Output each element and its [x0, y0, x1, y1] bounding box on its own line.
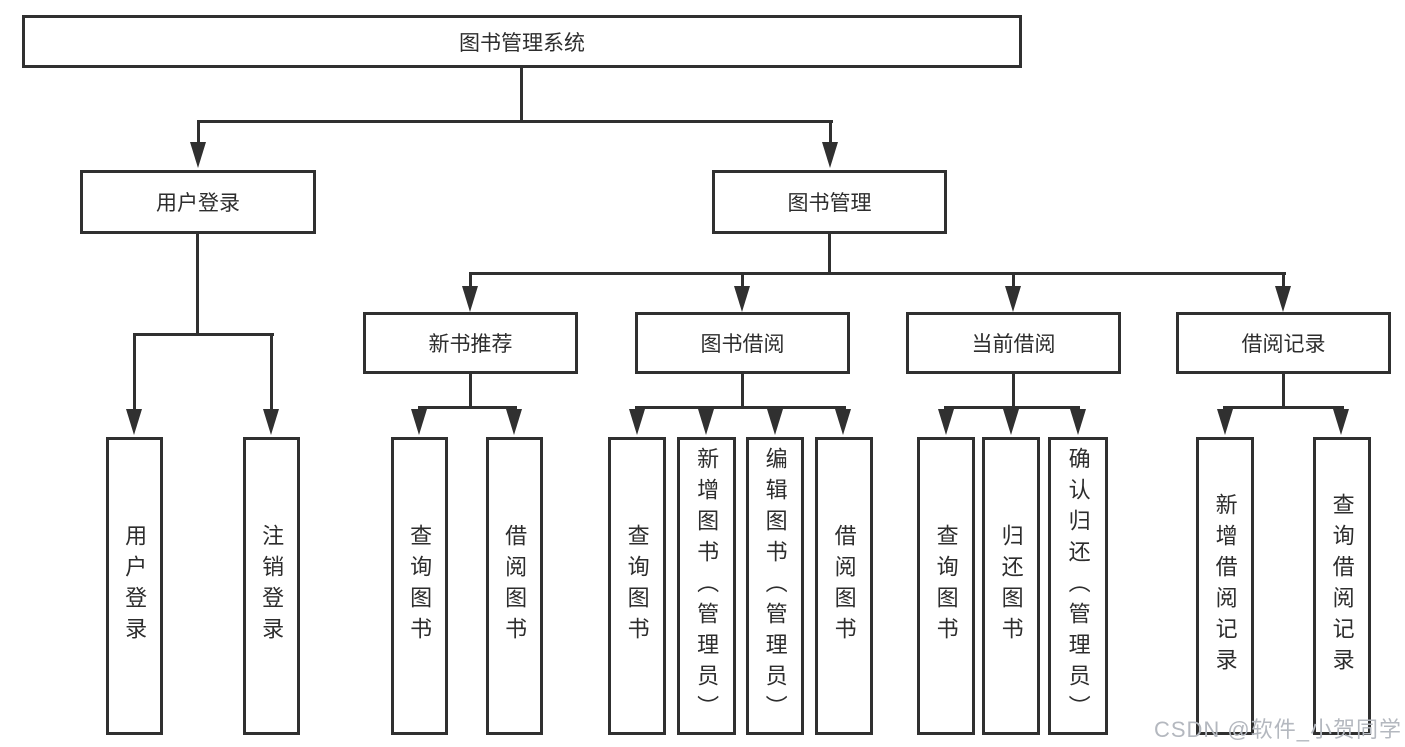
- arrow-down-icon: [767, 409, 783, 435]
- connector-root-stem: [520, 66, 523, 123]
- node-root-label: 图书管理系统: [459, 31, 585, 55]
- leaf-borrowing-add: 新增图书（管理员）: [677, 437, 736, 735]
- connector-shaft-login: [133, 333, 136, 411]
- connector-userlogin-stem: [196, 232, 199, 335]
- arrow-down-icon: [1217, 409, 1233, 435]
- node-book-mgmt: 图书管理: [712, 170, 947, 234]
- leaf-current-confirm: 确认归还（管理员）: [1048, 437, 1108, 735]
- leaf-records-add: 新增借阅记录: [1196, 437, 1254, 735]
- connector-shaft-logout: [270, 333, 273, 411]
- arrow-down-icon: [190, 142, 206, 168]
- leaf-borrowing-query: 查询图书: [608, 437, 666, 735]
- leaf-newbooks-borrow-label: 借阅图书: [502, 524, 528, 648]
- arrow-down-icon: [835, 409, 851, 435]
- leaf-borrowing-borrow: 借阅图书: [815, 437, 873, 735]
- arrow-down-icon: [263, 409, 279, 435]
- node-user-login-label: 用户登录: [156, 192, 240, 215]
- leaf-current-return: 归还图书: [982, 437, 1040, 735]
- leaf-user-login: 用户登录: [106, 437, 163, 735]
- leaf-user-login-label: 用户登录: [122, 524, 148, 648]
- node-records: 借阅记录: [1176, 312, 1391, 374]
- node-current-label: 当前借阅: [971, 333, 1056, 356]
- arrow-down-icon: [629, 409, 645, 435]
- arrow-down-icon: [938, 409, 954, 435]
- connector-branch-level3: [469, 272, 1286, 275]
- node-borrowing-label: 图书借阅: [700, 333, 785, 356]
- arrow-down-icon: [698, 409, 714, 435]
- node-records-label: 借阅记录: [1241, 333, 1326, 356]
- arrow-down-icon: [506, 409, 522, 435]
- connector-shaft-bookmgmt: [829, 120, 832, 146]
- leaf-records-query: 查询借阅记录: [1313, 437, 1371, 735]
- arrow-down-icon: [1005, 286, 1021, 312]
- connector-borrowing-stem: [741, 372, 744, 409]
- arrow-down-icon: [822, 142, 838, 168]
- node-new-books: 新书推荐: [363, 312, 578, 374]
- leaf-user-logout: 注销登录: [243, 437, 300, 735]
- connector-branch-borrowing: [635, 406, 846, 409]
- leaf-newbooks-query: 查询图书: [391, 437, 448, 735]
- connector-shaft-userlogin: [197, 120, 200, 146]
- node-borrowing: 图书借阅: [635, 312, 850, 374]
- leaf-newbooks-query-label: 查询图书: [407, 524, 433, 648]
- node-book-mgmt-label: 图书管理: [787, 192, 872, 215]
- leaf-records-query-label: 查询借阅记录: [1329, 493, 1355, 679]
- arrow-down-icon: [1003, 409, 1019, 435]
- connector-current-stem: [1012, 372, 1015, 409]
- leaf-borrowing-edit-label: 编辑图书（管理员）: [762, 446, 788, 726]
- arrow-down-icon: [1275, 286, 1291, 312]
- node-root: 图书管理系统: [22, 15, 1022, 68]
- arrow-down-icon: [126, 409, 142, 435]
- connector-records-stem: [1282, 372, 1285, 409]
- connector-branch-userlogin: [133, 333, 274, 336]
- leaf-borrowing-edit: 编辑图书（管理员）: [746, 437, 804, 735]
- leaf-borrowing-add-label: 新增图书（管理员）: [694, 446, 720, 726]
- leaf-newbooks-borrow: 借阅图书: [486, 437, 543, 735]
- connector-bookmgmt-stem: [828, 231, 831, 275]
- leaf-borrowing-query-label: 查询图书: [624, 524, 650, 648]
- leaf-user-logout-label: 注销登录: [259, 524, 285, 648]
- connector-shaft-current: [1012, 272, 1015, 290]
- leaf-current-query-label: 查询图书: [933, 524, 959, 648]
- node-new-books-label: 新书推荐: [428, 333, 513, 356]
- arrow-down-icon: [734, 286, 750, 312]
- arrow-down-icon: [411, 409, 427, 435]
- leaf-current-confirm-label: 确认归还（管理员）: [1065, 446, 1091, 726]
- node-current: 当前借阅: [906, 312, 1121, 374]
- connector-branch-current: [944, 406, 1080, 409]
- connector-newbooks-stem: [469, 372, 472, 409]
- leaf-current-query: 查询图书: [917, 437, 975, 735]
- connector-branch-newbooks: [418, 406, 517, 409]
- arrow-down-icon: [462, 286, 478, 312]
- node-user-login: 用户登录: [80, 170, 316, 234]
- arrow-down-icon: [1333, 409, 1349, 435]
- connector-shaft-records: [1282, 272, 1285, 290]
- connector-branch-level2: [197, 120, 833, 123]
- watermark: CSDN @软件_小贺同学: [1153, 717, 1402, 742]
- leaf-current-return-label: 归还图书: [998, 524, 1024, 648]
- connector-shaft-borrowing: [741, 272, 744, 290]
- connector-shaft-newbooks: [469, 272, 472, 290]
- leaf-records-add-label: 新增借阅记录: [1212, 493, 1238, 679]
- connector-branch-records: [1223, 406, 1344, 409]
- arrow-down-icon: [1070, 409, 1086, 435]
- leaf-borrowing-borrow-label: 借阅图书: [831, 524, 857, 648]
